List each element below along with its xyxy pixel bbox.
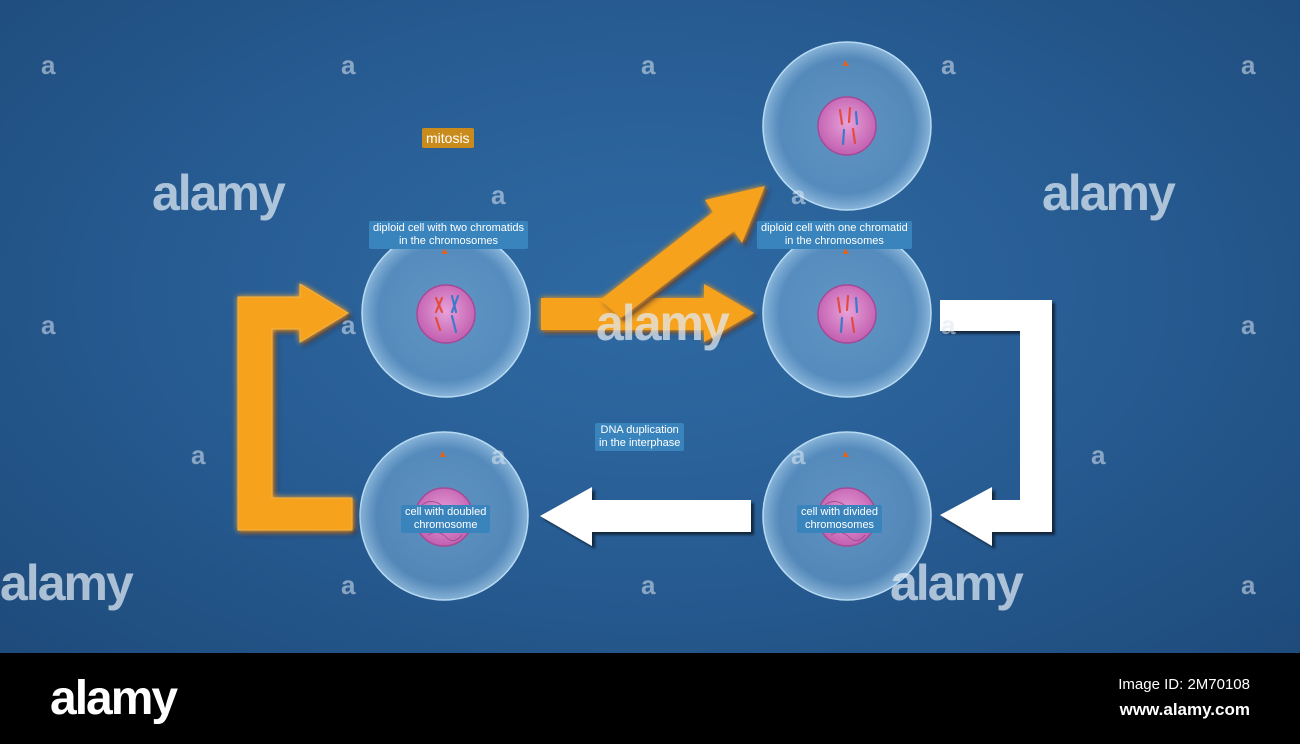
watermark-mark: a <box>491 440 506 470</box>
watermark-mark: a <box>41 310 56 340</box>
orange-arrow-return <box>237 283 353 531</box>
watermark-mark: a <box>791 180 806 210</box>
site-url-text: www.alamy.com <box>1119 700 1250 719</box>
label-line: in the chromosomes <box>784 235 884 247</box>
watermark-mark: a <box>1241 310 1256 340</box>
label-two-chromatids: diploid cell with two chromatids in the … <box>369 221 529 249</box>
label-line: diploid cell with one chromatid <box>761 222 908 234</box>
label-doubled-chromosome: cell with doubled chromosome <box>401 505 491 533</box>
orange-arrow-right <box>541 284 754 342</box>
watermark-logo: alamy <box>0 555 134 611</box>
orange-arrow-diagonal <box>600 186 765 318</box>
watermark-mark: a <box>191 440 206 470</box>
watermark-mark: a <box>641 50 656 80</box>
label-line: chromosomes <box>804 519 875 531</box>
watermark-mark: a <box>941 310 956 340</box>
watermark-mark: a <box>1241 50 1256 80</box>
label-line: chromosome <box>413 519 478 531</box>
watermark-mark: a <box>1241 570 1256 600</box>
footer-bar: alamy Image ID: 2M70108 www.alamy.com <box>0 653 1300 744</box>
label-one-chromatid: diploid cell with one chromatid in the c… <box>757 221 912 249</box>
watermark-mark: a <box>491 180 506 210</box>
watermark-logo: alamy <box>1042 165 1176 221</box>
cell-diploid-two-chromatids <box>361 228 531 398</box>
label-line: cell with doubled <box>405 506 487 518</box>
watermark-mark: a <box>1091 440 1106 470</box>
watermark-mark: a <box>341 570 356 600</box>
watermark-mark: a <box>41 50 56 80</box>
white-arrow-down <box>940 300 1052 546</box>
label-dna-duplication: DNA duplication in the interphase <box>595 423 685 451</box>
footer-logo: alamy <box>50 672 178 725</box>
diagram-canvas: a a a a a a a a a a a a a a a a a a alam… <box>0 0 1300 653</box>
image-id-text: Image ID: 2M70108 <box>1118 676 1250 693</box>
watermark-logo: alamy <box>596 295 730 351</box>
watermark-mark: a <box>941 50 956 80</box>
label-line: in the chromosomes <box>398 235 499 247</box>
white-arrow-left <box>540 487 751 546</box>
mitosis-title-badge: mitosis <box>422 128 474 148</box>
watermark-mark: a <box>791 440 806 470</box>
cell-diploid-one-chromatid <box>762 228 932 398</box>
cell-top-right <box>762 41 932 211</box>
label-line: diploid cell with two chromatids <box>373 222 525 234</box>
label-line: cell with divided <box>801 506 879 518</box>
label-line: in the interphase <box>599 437 681 449</box>
watermark-logo: alamy <box>890 555 1024 611</box>
watermark-logo: alamy <box>152 165 286 221</box>
label-line: DNA duplication <box>600 424 679 436</box>
mitosis-cycle-diagram <box>237 41 1052 601</box>
watermark-mark: a <box>341 310 356 340</box>
watermark-mark: a <box>341 50 356 80</box>
watermark-mark: a <box>641 570 656 600</box>
label-divided-chromosomes: cell with divided chromosomes <box>797 505 883 533</box>
